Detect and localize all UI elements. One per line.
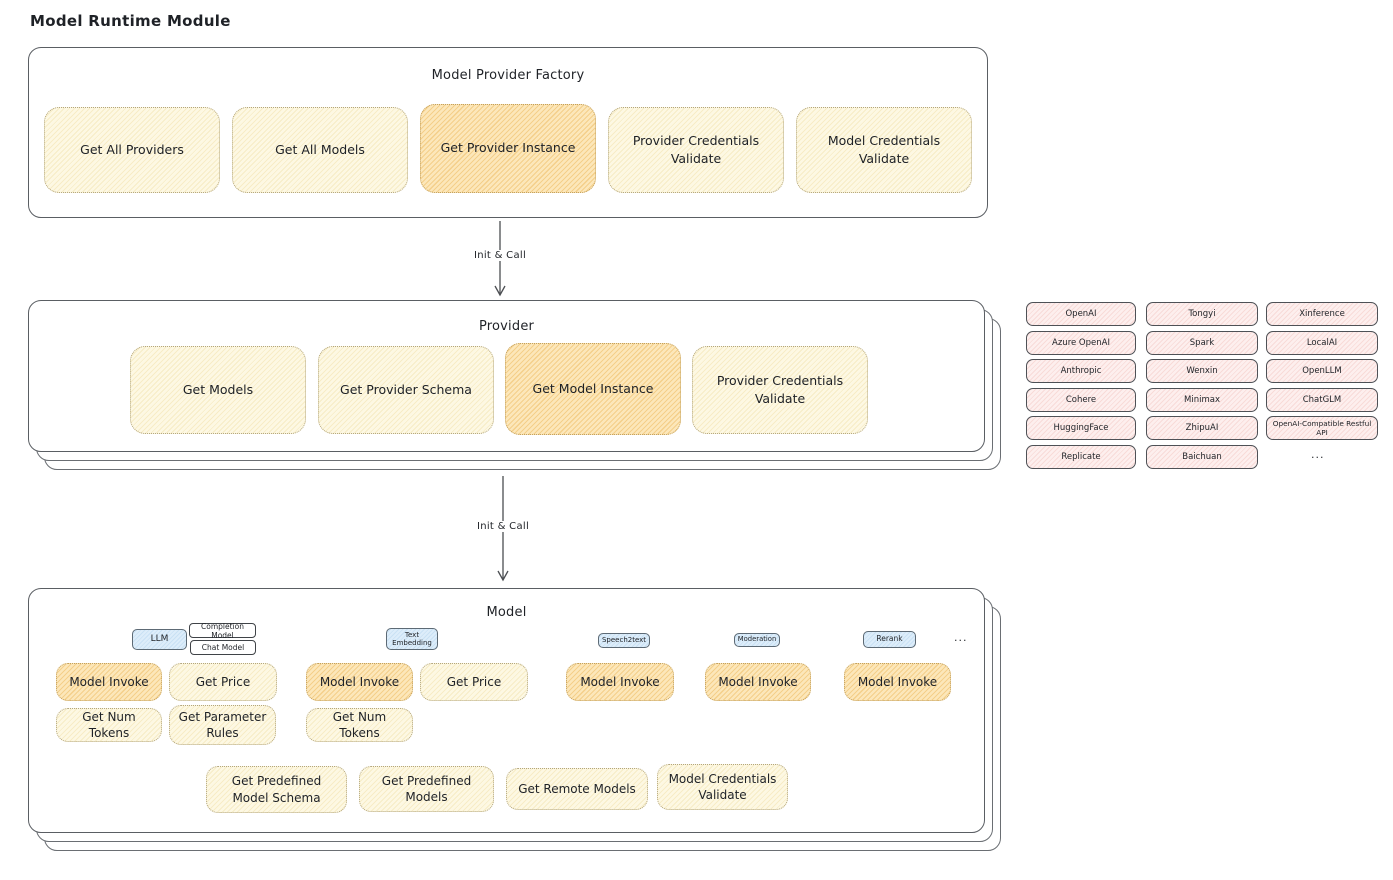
provider-cell-spark: Spark — [1146, 331, 1258, 355]
provider-cell-tongyi: Tongyi — [1146, 302, 1258, 326]
tag-rerank: Rerank — [863, 631, 916, 648]
page-title: Model Runtime Module — [30, 12, 231, 30]
factory-box-model-credentials-validate: Model Credentials Validate — [796, 107, 972, 193]
providers-grid: OpenAI Azure OpenAI Anthropic Cohere Hug… — [1026, 302, 1378, 470]
provider-box-get-models: Get Models — [130, 346, 306, 434]
model-fn-get-price-embedding: Get Price — [420, 663, 528, 701]
tag-llm: LLM — [132, 629, 187, 650]
factory-box-get-all-models: Get All Models — [232, 107, 408, 193]
model-tags-more-ellipsis: ... — [954, 631, 968, 644]
tag-completion-model: Completion Model — [189, 622, 256, 640]
model-fn-model-invoke-moderation: Model Invoke — [705, 663, 811, 701]
model-fn-get-num-tokens-embedding: Get Num Tokens — [306, 708, 413, 742]
provider-cell-openllm: OpenLLM — [1266, 359, 1378, 383]
provider-cell-baichuan: Baichuan — [1146, 445, 1258, 469]
factory-container: Model Provider Factory Get All Providers… — [28, 47, 988, 218]
provider-cell-anthropic: Anthropic — [1026, 359, 1136, 383]
provider-cell-cohere: Cohere — [1026, 388, 1136, 412]
provider-cell-chatglm: ChatGLM — [1266, 388, 1378, 412]
tag-speech2text: Speech2text — [598, 633, 650, 648]
model-title: Model — [486, 605, 527, 620]
factory-box-get-provider-instance: Get Provider Instance — [420, 104, 596, 193]
provider-cell-openai: OpenAI — [1026, 302, 1136, 326]
model-fn-model-invoke-speech2text: Model Invoke — [566, 663, 674, 701]
model-fn-model-invoke-rerank: Model Invoke — [844, 663, 951, 701]
provider-cell-localai: LocalAI — [1266, 331, 1378, 355]
provider-cell-openai-compatible: OpenAI-Compatible Restful API — [1266, 416, 1378, 440]
provider-cell-huggingface: HuggingFace — [1026, 416, 1136, 440]
factory-title: Model Provider Factory — [431, 68, 585, 83]
model-fn-get-remote-models: Get Remote Models — [506, 768, 648, 810]
provider-box-provider-credentials-validate: Provider Credentials Validate — [692, 346, 868, 434]
provider-cell-wenxin: Wenxin — [1146, 359, 1258, 383]
model-fn-model-invoke-llm: Model Invoke — [56, 663, 162, 701]
factory-box-get-all-providers: Get All Providers — [44, 107, 220, 193]
model-fn-model-credentials-validate: Model Credentials Validate — [657, 764, 788, 810]
providers-more-ellipsis: ... — [1311, 448, 1325, 461]
tag-text-embedding: Text Embedding — [386, 628, 438, 650]
model-fn-get-num-tokens-llm: Get Num Tokens — [56, 708, 162, 742]
model-fn-get-parameter-rules: Get Parameter Rules — [169, 705, 276, 745]
model-fn-get-predefined-model-schema: Get Predefined Model Schema — [206, 766, 347, 813]
init-call-label-2: Init & Call — [472, 521, 534, 532]
provider-cell-xinference: Xinference — [1266, 302, 1378, 326]
provider-container: Provider Get Models Get Provider Schema … — [28, 300, 985, 452]
model-container: Model LLM Completion Model Chat Model Te… — [28, 588, 985, 833]
factory-box-provider-credentials-validate: Provider Credentials Validate — [608, 107, 784, 193]
provider-cell-azure-openai: Azure OpenAI — [1026, 331, 1136, 355]
tag-chat-model: Chat Model — [190, 640, 256, 655]
provider-box-get-model-instance: Get Model Instance — [505, 343, 681, 435]
model-fn-get-predefined-models: Get Predefined Models — [359, 766, 494, 812]
model-fn-model-invoke-embedding: Model Invoke — [306, 663, 413, 701]
provider-title: Provider — [478, 319, 535, 334]
provider-cell-minimax: Minimax — [1146, 388, 1258, 412]
provider-cell-replicate: Replicate — [1026, 445, 1136, 469]
provider-box-get-provider-schema: Get Provider Schema — [318, 346, 494, 434]
tag-moderation: Moderation — [734, 633, 780, 647]
provider-cell-zhipuai: ZhipuAI — [1146, 416, 1258, 440]
init-call-label-1: Init & Call — [469, 250, 531, 261]
model-fn-get-price-llm: Get Price — [169, 663, 277, 701]
